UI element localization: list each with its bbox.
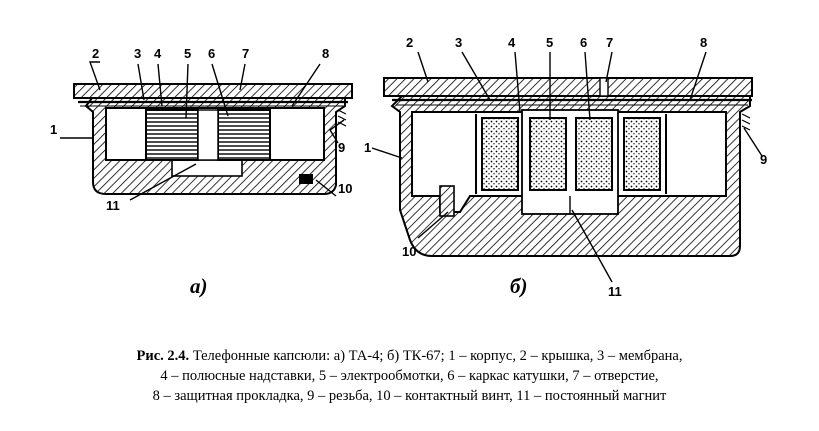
panel-b-callout-8: 8: [700, 35, 707, 50]
panel-b-callout-3: 3: [455, 35, 462, 50]
caption-prefix: Рис. 2.4.: [136, 348, 190, 364]
panel-a-callout-3: 3: [134, 46, 141, 61]
panel-b-coil-2: [529, 117, 567, 191]
panel-a-callout-8: 8: [322, 46, 329, 61]
panel-b-coil-1: [481, 117, 519, 191]
panel-a-callout-2: 2: [92, 46, 99, 61]
panel-b-contact-screw: [439, 185, 455, 217]
panel-a-callout-10: 10: [338, 181, 352, 196]
panel-a-coil-right: [217, 109, 271, 161]
panel-b-drawing: [383, 77, 753, 257]
panel-b-callout-5: 5: [546, 35, 553, 50]
panel-a-callout-9: 9: [338, 140, 345, 155]
panel-a-callout-7: 7: [242, 46, 249, 61]
panel-a-callout-6: 6: [208, 46, 215, 61]
panel-b-housing: [390, 95, 751, 257]
panel-b-callout-6: 6: [580, 35, 587, 50]
caption-line-1: Рис. 2.4. Телефонные капсюли: а) ТА-4; б…: [0, 346, 819, 366]
panel-a-callout-1: 1: [50, 122, 57, 137]
panel-a-callout-4: 4: [154, 46, 162, 61]
panel-a-drawing: [73, 83, 353, 195]
panel-b-callout-2: 2: [406, 35, 413, 50]
panel-a-leaders: [60, 61, 345, 201]
panel-b-callout-4: 4: [508, 35, 516, 50]
panel-a-magnet: [171, 159, 243, 177]
panel-a-label: а): [190, 274, 208, 298]
panel-b-cover: [383, 77, 753, 97]
figure-drawing: 2 3 4 5 6 7 8 1 9 10 11 а): [50, 35, 767, 299]
panel-b-callout-1: 1: [364, 140, 371, 155]
panel-b-coil-3: [575, 117, 613, 191]
panel-b-callout-10: 10: [402, 244, 416, 259]
caption-line-1-text: Телефонные капсюли: а) ТА-4; б) ТК-67; 1…: [189, 348, 683, 364]
caption-line-3: 8 – защитная прокладка, 9 – резьба, 10 –…: [152, 388, 667, 404]
panel-b-coil-4: [623, 117, 661, 191]
panel-b-label: б): [510, 274, 527, 298]
panel-a-callout-11: 11: [106, 198, 120, 213]
panel-a-callout-5: 5: [184, 46, 191, 61]
panel-a-housing: [84, 97, 346, 195]
figure-caption: Рис. 2.4. Телефонные капсюли: а) ТА-4; б…: [0, 346, 819, 406]
panel-b-callout-11: 11: [608, 284, 622, 299]
panel-a-cover: [73, 83, 353, 99]
panel-a-contact-screw: [299, 174, 313, 184]
panel-b-callout-7: 7: [606, 35, 613, 50]
panel-b-leaders: [371, 51, 763, 283]
panel-a-coil-left: [145, 109, 199, 161]
caption-line-2: 4 – полюсные надставки, 5 – электрообмот…: [160, 368, 659, 384]
panel-b-callout-9: 9: [760, 152, 767, 167]
